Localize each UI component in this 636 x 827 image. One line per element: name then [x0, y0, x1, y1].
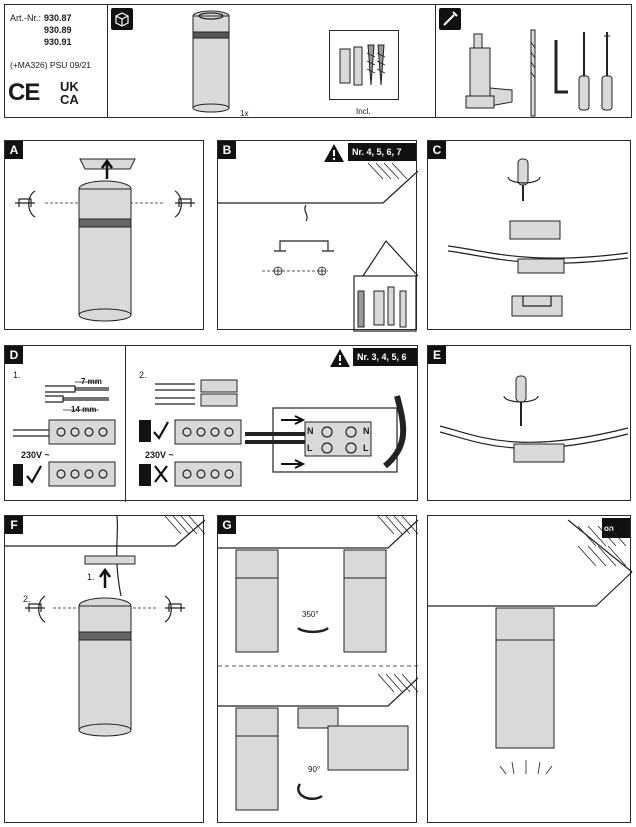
- strip-length-long: 7 mm: [81, 377, 102, 386]
- allen-key-icon: [554, 40, 568, 94]
- panel-d-tool-badge: Nr. 3, 4, 5, 6: [353, 348, 417, 366]
- drill-bit-icon: [530, 29, 536, 117]
- header-divider-1: [107, 4, 108, 118]
- panel-c: C: [427, 140, 631, 330]
- panel-f-letter: F: [5, 516, 23, 534]
- panel-d-divider: [125, 346, 126, 502]
- panel-d: D Nr. 3, 4, 5, 6 1. 2. 7 mm 14 mm 230V ~…: [4, 345, 418, 502]
- quantity-label: 1x: [240, 109, 249, 118]
- panel-g: G 350° 90°: [217, 515, 419, 823]
- warning-triangle-icon: [324, 144, 344, 162]
- art-number-label: Art.-Nr.:: [10, 13, 41, 23]
- panel-e: E: [427, 345, 631, 501]
- voltage-label-1: 230V ~: [21, 450, 50, 460]
- panel-h: on: [427, 515, 633, 823]
- panel-d-step-2: 2.: [139, 370, 147, 380]
- panel-c-letter: C: [428, 141, 446, 159]
- panel-b-badge-text: Nr. 4, 5, 6, 7: [352, 147, 402, 157]
- rotation-350-label: 350°: [302, 610, 319, 619]
- rotation-90-label: 90°: [308, 765, 321, 774]
- voltage-label-2: 230V ~: [145, 450, 174, 460]
- screwdriver-cross-icon: [601, 32, 613, 111]
- panel-a-letter: A: [5, 141, 23, 159]
- lamp-illustration-icon: [192, 10, 230, 113]
- tools-icon: [439, 8, 461, 30]
- panel-d-badge-text: Nr. 3, 4, 5, 6: [357, 352, 407, 362]
- panel-f: F 1. 2.: [4, 515, 206, 823]
- panel-d-letter: D: [5, 346, 23, 364]
- panel-d-step-1: 1.: [13, 370, 21, 380]
- terminal-n-right: N: [363, 426, 370, 436]
- art-number-1: 930.87: [44, 13, 72, 23]
- art-number-3: 930.91: [44, 37, 72, 47]
- included-label: Incl.: [356, 107, 371, 116]
- art-number-2: 930.89: [44, 25, 72, 35]
- terminal-l-right: L: [363, 443, 369, 453]
- panel-b-letter: B: [218, 141, 236, 159]
- power-on-label: on: [604, 523, 614, 533]
- warning-triangle-icon: [330, 349, 350, 367]
- screwdriver-flat-icon: [578, 32, 590, 111]
- screws-and-dowels-icon: [339, 44, 386, 86]
- ukca-mark-bottom: CA: [60, 92, 79, 107]
- ce-mark: CE: [8, 79, 40, 106]
- panel-f-step-2: 2.: [23, 594, 31, 604]
- power-on-badge: on: [602, 518, 630, 538]
- package-box-icon: [111, 8, 133, 30]
- psu-code: (+MA326) PSU 09/21: [10, 60, 92, 70]
- panel-f-step-1: 1.: [87, 572, 95, 582]
- strip-length-short: 14 mm: [71, 405, 97, 414]
- panel-b: B Nr. 4, 5, 6, 7: [217, 140, 419, 332]
- panel-g-letter: G: [218, 516, 236, 534]
- panel-a: A: [4, 140, 204, 330]
- panel-e-letter: E: [428, 346, 446, 364]
- ukca-mark-top: UK: [60, 79, 79, 94]
- drill-tool-icon: [465, 33, 513, 109]
- header-info-box: [4, 4, 632, 118]
- panel-b-tool-badge: Nr. 4, 5, 6, 7: [348, 143, 416, 161]
- terminal-l-left: L: [307, 443, 313, 453]
- header-divider-2: [435, 4, 436, 118]
- terminal-n-left: N: [307, 426, 314, 436]
